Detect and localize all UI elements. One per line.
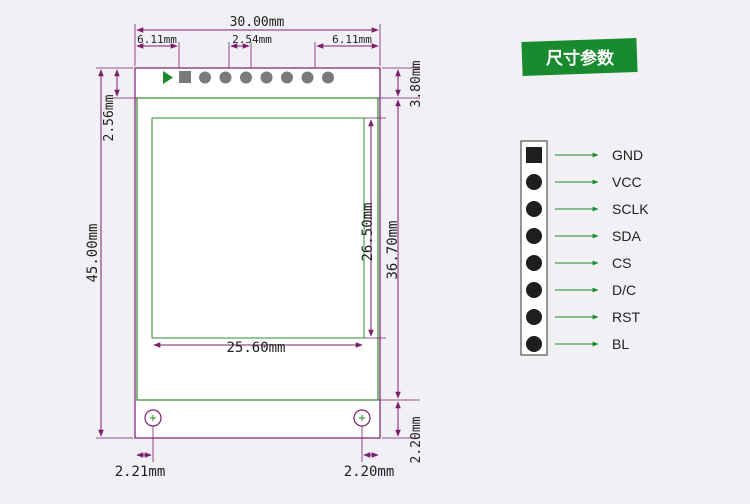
active-area-outline — [151, 117, 365, 339]
label-total-width: 30.00mm — [230, 15, 285, 30]
pin-label-vcc: VCC — [612, 174, 642, 190]
label-hole-left: 2.21mm — [115, 464, 166, 480]
round-pad-icon — [322, 71, 334, 84]
round-pad-icon — [526, 336, 542, 352]
label-total-height: 45.00mm — [85, 223, 101, 282]
extension-lines — [96, 24, 420, 462]
square-pad-icon — [179, 71, 191, 83]
square-pad-icon — [526, 147, 542, 163]
round-pad-icon — [526, 228, 542, 244]
round-pad-icon — [526, 174, 542, 190]
round-pad-icon — [526, 255, 542, 271]
label-active-width: 25.60mm — [226, 340, 285, 356]
label-pin-pitch: 2.54mm — [232, 33, 272, 46]
round-pad-icon — [260, 71, 273, 84]
round-pad-icon — [526, 282, 542, 298]
label-hole-right: 2.20mm — [344, 464, 395, 480]
title-badge-text: 尺寸参数 — [546, 48, 615, 69]
pin-label-gnd: GND — [612, 147, 643, 163]
label-right-top: 3.80mm — [409, 60, 424, 107]
round-pad-icon — [219, 71, 232, 84]
round-pad-icon — [526, 309, 542, 325]
pin-label-sclk: SCLK — [612, 201, 649, 217]
label-top-to-screen: 2.56mm — [102, 94, 117, 141]
pin-label-bl: BL — [612, 336, 629, 352]
label-screen-height: 36.70mm — [385, 220, 401, 279]
triangle-marker-icon — [163, 71, 173, 84]
pin-label-d-c: D/C — [612, 282, 636, 298]
label-active-height: 26.50mm — [360, 202, 376, 261]
pin-label-rst: RST — [612, 309, 640, 325]
screen-outline — [136, 97, 379, 401]
pin-label-sda: SDA — [612, 228, 641, 244]
label-bottom-right: 2.20mm — [409, 416, 424, 463]
round-pad-icon — [281, 71, 293, 84]
label-left-offset: 6.11mm — [137, 33, 177, 46]
round-pad-icon — [199, 71, 211, 84]
title-badge: 尺寸参数 — [521, 38, 638, 77]
round-pad-icon — [240, 71, 252, 84]
board-outline — [134, 67, 381, 439]
pin-label-cs: CS — [612, 255, 631, 271]
round-pad-icon — [526, 201, 542, 217]
round-pad-icon — [301, 71, 314, 84]
label-right-offset: 6.11mm — [332, 33, 372, 46]
